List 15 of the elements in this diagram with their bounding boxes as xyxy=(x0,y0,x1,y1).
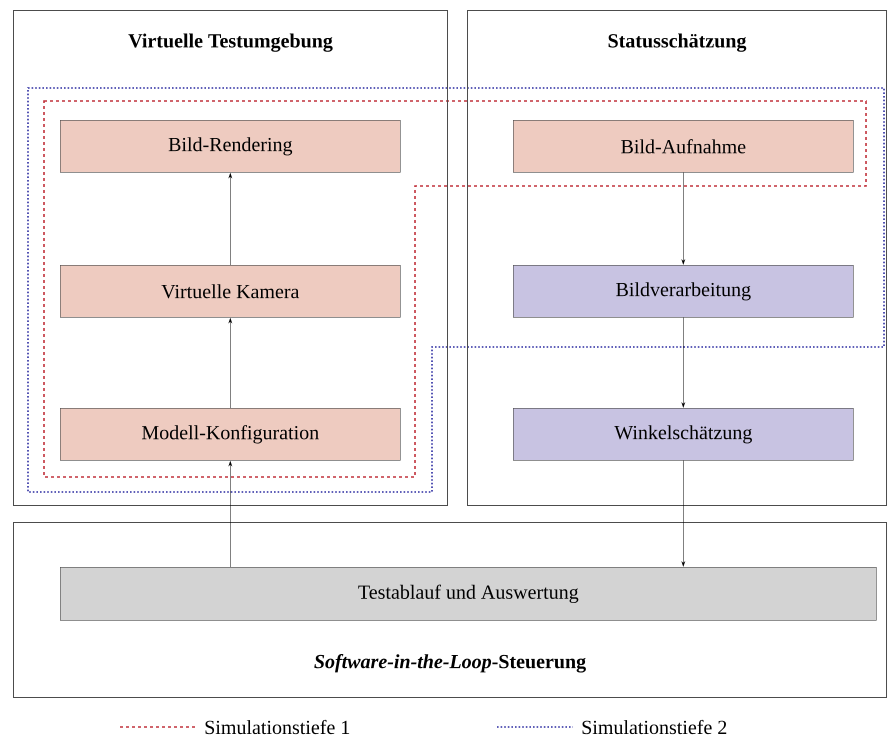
arrow xyxy=(228,461,232,568)
process-box: Winkelschätzung xyxy=(513,408,854,461)
process-box: Bild-Aufnahme xyxy=(513,120,854,173)
process-box: Modell-Konfiguration xyxy=(60,408,401,461)
process-box: Bild-Rendering xyxy=(60,120,401,173)
arrow xyxy=(682,460,686,566)
legend-text: Simulationstiefe 2 xyxy=(582,720,726,734)
legend-text: Simulationstiefe 1 xyxy=(206,720,350,734)
process-box: Virtuelle Kamera xyxy=(60,265,401,318)
arrow xyxy=(682,172,686,264)
process-box: Testablauf und Auswertung xyxy=(60,567,877,621)
arrow xyxy=(228,173,232,266)
process-box: Bildverarbeitung xyxy=(513,265,854,318)
arrow xyxy=(682,317,686,408)
arrow xyxy=(228,318,232,408)
